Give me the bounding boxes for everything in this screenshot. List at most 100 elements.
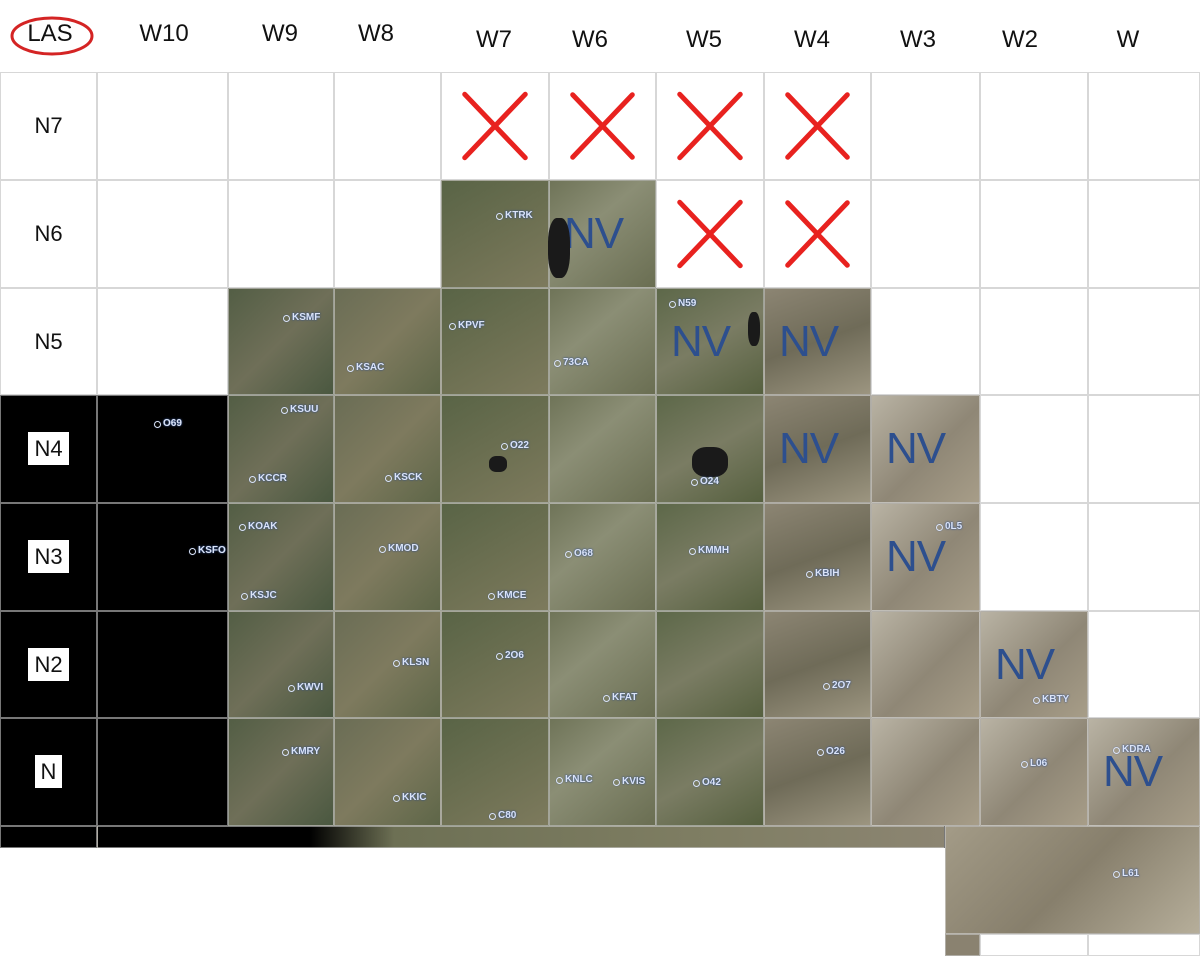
tile-n6-w7[interactable]: [441, 180, 549, 288]
airport-label: KLSN: [392, 657, 430, 668]
tile-n-w2[interactable]: [980, 718, 1088, 826]
tile-n-w7[interactable]: [441, 718, 549, 826]
tile-n7-w10[interactable]: [97, 72, 228, 180]
airport-label: KSJC: [241, 590, 277, 601]
tile-n2-w10[interactable]: [97, 611, 228, 718]
tile-n-w[interactable]: [1088, 718, 1200, 826]
tile-n5-w9[interactable]: [228, 288, 334, 395]
tile-n4-w6[interactable]: [549, 395, 656, 503]
tile-n5-w7[interactable]: [441, 288, 549, 395]
column-header-text: W9: [256, 20, 304, 47]
airport-label: KPVF: [449, 320, 485, 331]
tile-n2-w4[interactable]: [764, 611, 871, 718]
tile-n4-w7[interactable]: [441, 395, 549, 503]
tile-n5-w6[interactable]: [549, 288, 656, 395]
column-header-text: W7: [470, 26, 518, 53]
tile-n3-w8[interactable]: [334, 503, 441, 611]
tile-n6-w3[interactable]: [871, 180, 980, 288]
tile-n-w10[interactable]: [97, 718, 228, 826]
tile-n3-w10[interactable]: [97, 503, 228, 611]
tile-n4-w[interactable]: [1088, 395, 1200, 503]
airport-label: N59: [668, 298, 697, 309]
tile-n-w5[interactable]: [656, 718, 764, 826]
tile-n-w8[interactable]: [334, 718, 441, 826]
tile-n5-w10[interactable]: [97, 288, 228, 395]
column-header-w3: W3: [873, 20, 963, 60]
tile-n7-w9[interactable]: [228, 72, 334, 180]
tile-n-w6[interactable]: [549, 718, 656, 826]
tile-n3-w7[interactable]: [441, 503, 549, 611]
partial-bottom-label-cell: [0, 826, 97, 848]
tile-n6-w[interactable]: [1088, 180, 1200, 288]
tile-n2-w7[interactable]: [441, 611, 549, 718]
tile-n7-w[interactable]: [1088, 72, 1200, 180]
tile-n-w9[interactable]: [228, 718, 334, 826]
tile-extension-white-2: [1088, 934, 1200, 956]
row-label-n2: N2: [0, 647, 97, 681]
airport-label: KNLC: [556, 774, 593, 785]
tile-n4-w10[interactable]: [97, 395, 228, 503]
airport-label: O42: [693, 777, 721, 788]
row-label-n4: N4: [0, 432, 97, 465]
row-label-text: N2: [28, 647, 69, 681]
row-label-n: N: [0, 755, 97, 788]
airport-label: O22: [501, 440, 529, 451]
column-header-text: W3: [894, 26, 942, 53]
tile-n4-w8[interactable]: [334, 395, 441, 503]
tile-n-w4[interactable]: [764, 718, 871, 826]
tile-n7-w8[interactable]: [334, 72, 441, 180]
tile-n7-w3[interactable]: [871, 72, 980, 180]
row-label-text: N5: [28, 324, 69, 358]
airport-label: O69: [154, 418, 182, 429]
tile-n-w3[interactable]: [871, 718, 980, 826]
tile-n2-w3[interactable]: [871, 611, 980, 718]
airport-label: C80: [488, 810, 517, 821]
tile-n5-w4[interactable]: [764, 288, 871, 395]
tile-n3-w5[interactable]: [656, 503, 764, 611]
tile-n4-w9[interactable]: [228, 395, 334, 503]
airport-label: KMRY: [281, 746, 321, 757]
tile-n2-w[interactable]: [1088, 611, 1200, 718]
airport-label: O24: [691, 476, 719, 487]
airport-label: KCCR: [249, 473, 287, 484]
row-label-n6: N6: [0, 217, 97, 250]
airport-label: KMOD: [379, 543, 419, 554]
tile-n5-w3[interactable]: [871, 288, 980, 395]
tile-n7-w2[interactable]: [980, 72, 1088, 180]
partial-bottom-row: [97, 826, 945, 848]
tile-n2-w5[interactable]: [656, 611, 764, 718]
tile-n3-w[interactable]: [1088, 503, 1200, 611]
airport-label: L61: [1112, 868, 1140, 879]
tile-n4-w3[interactable]: [871, 395, 980, 503]
tile-n6-w9[interactable]: [228, 180, 334, 288]
tile-n5-w[interactable]: [1088, 288, 1200, 395]
tile-n4-w2[interactable]: [980, 395, 1088, 503]
tile-n3-w2[interactable]: [980, 503, 1088, 611]
tile-n3-w4[interactable]: [764, 503, 871, 611]
row-label-text: N4: [28, 432, 69, 465]
airport-label: KMMH: [688, 545, 730, 556]
tile-n5-w8[interactable]: [334, 288, 441, 395]
tile-n4-w4[interactable]: [764, 395, 871, 503]
tile-n6-w10[interactable]: [97, 180, 228, 288]
row-label-text: N6: [28, 217, 69, 250]
tile-n6-w8[interactable]: [334, 180, 441, 288]
tile-n2-w8[interactable]: [334, 611, 441, 718]
airport-label: 2O6: [496, 650, 524, 661]
lake-feature: [489, 456, 507, 472]
tile-n2-w6[interactable]: [549, 611, 656, 718]
airport-label: KSUU: [280, 404, 319, 415]
tile-n6-w2[interactable]: [980, 180, 1088, 288]
airport-label: KSMF: [282, 312, 321, 323]
row-label-n7: N7: [0, 109, 97, 142]
tile-n2-w9[interactable]: [228, 611, 334, 718]
column-header-w6: W6: [545, 20, 635, 60]
column-header-text: W10: [133, 20, 195, 47]
column-header-text: W5: [680, 26, 728, 53]
airport-label: L06: [1020, 758, 1048, 769]
column-header-text: W4: [788, 26, 836, 53]
tile-n3-w6[interactable]: [549, 503, 656, 611]
tile-n5-w2[interactable]: [980, 288, 1088, 395]
column-header-w8: W8: [331, 14, 421, 54]
tile-n3-w3[interactable]: [871, 503, 980, 611]
